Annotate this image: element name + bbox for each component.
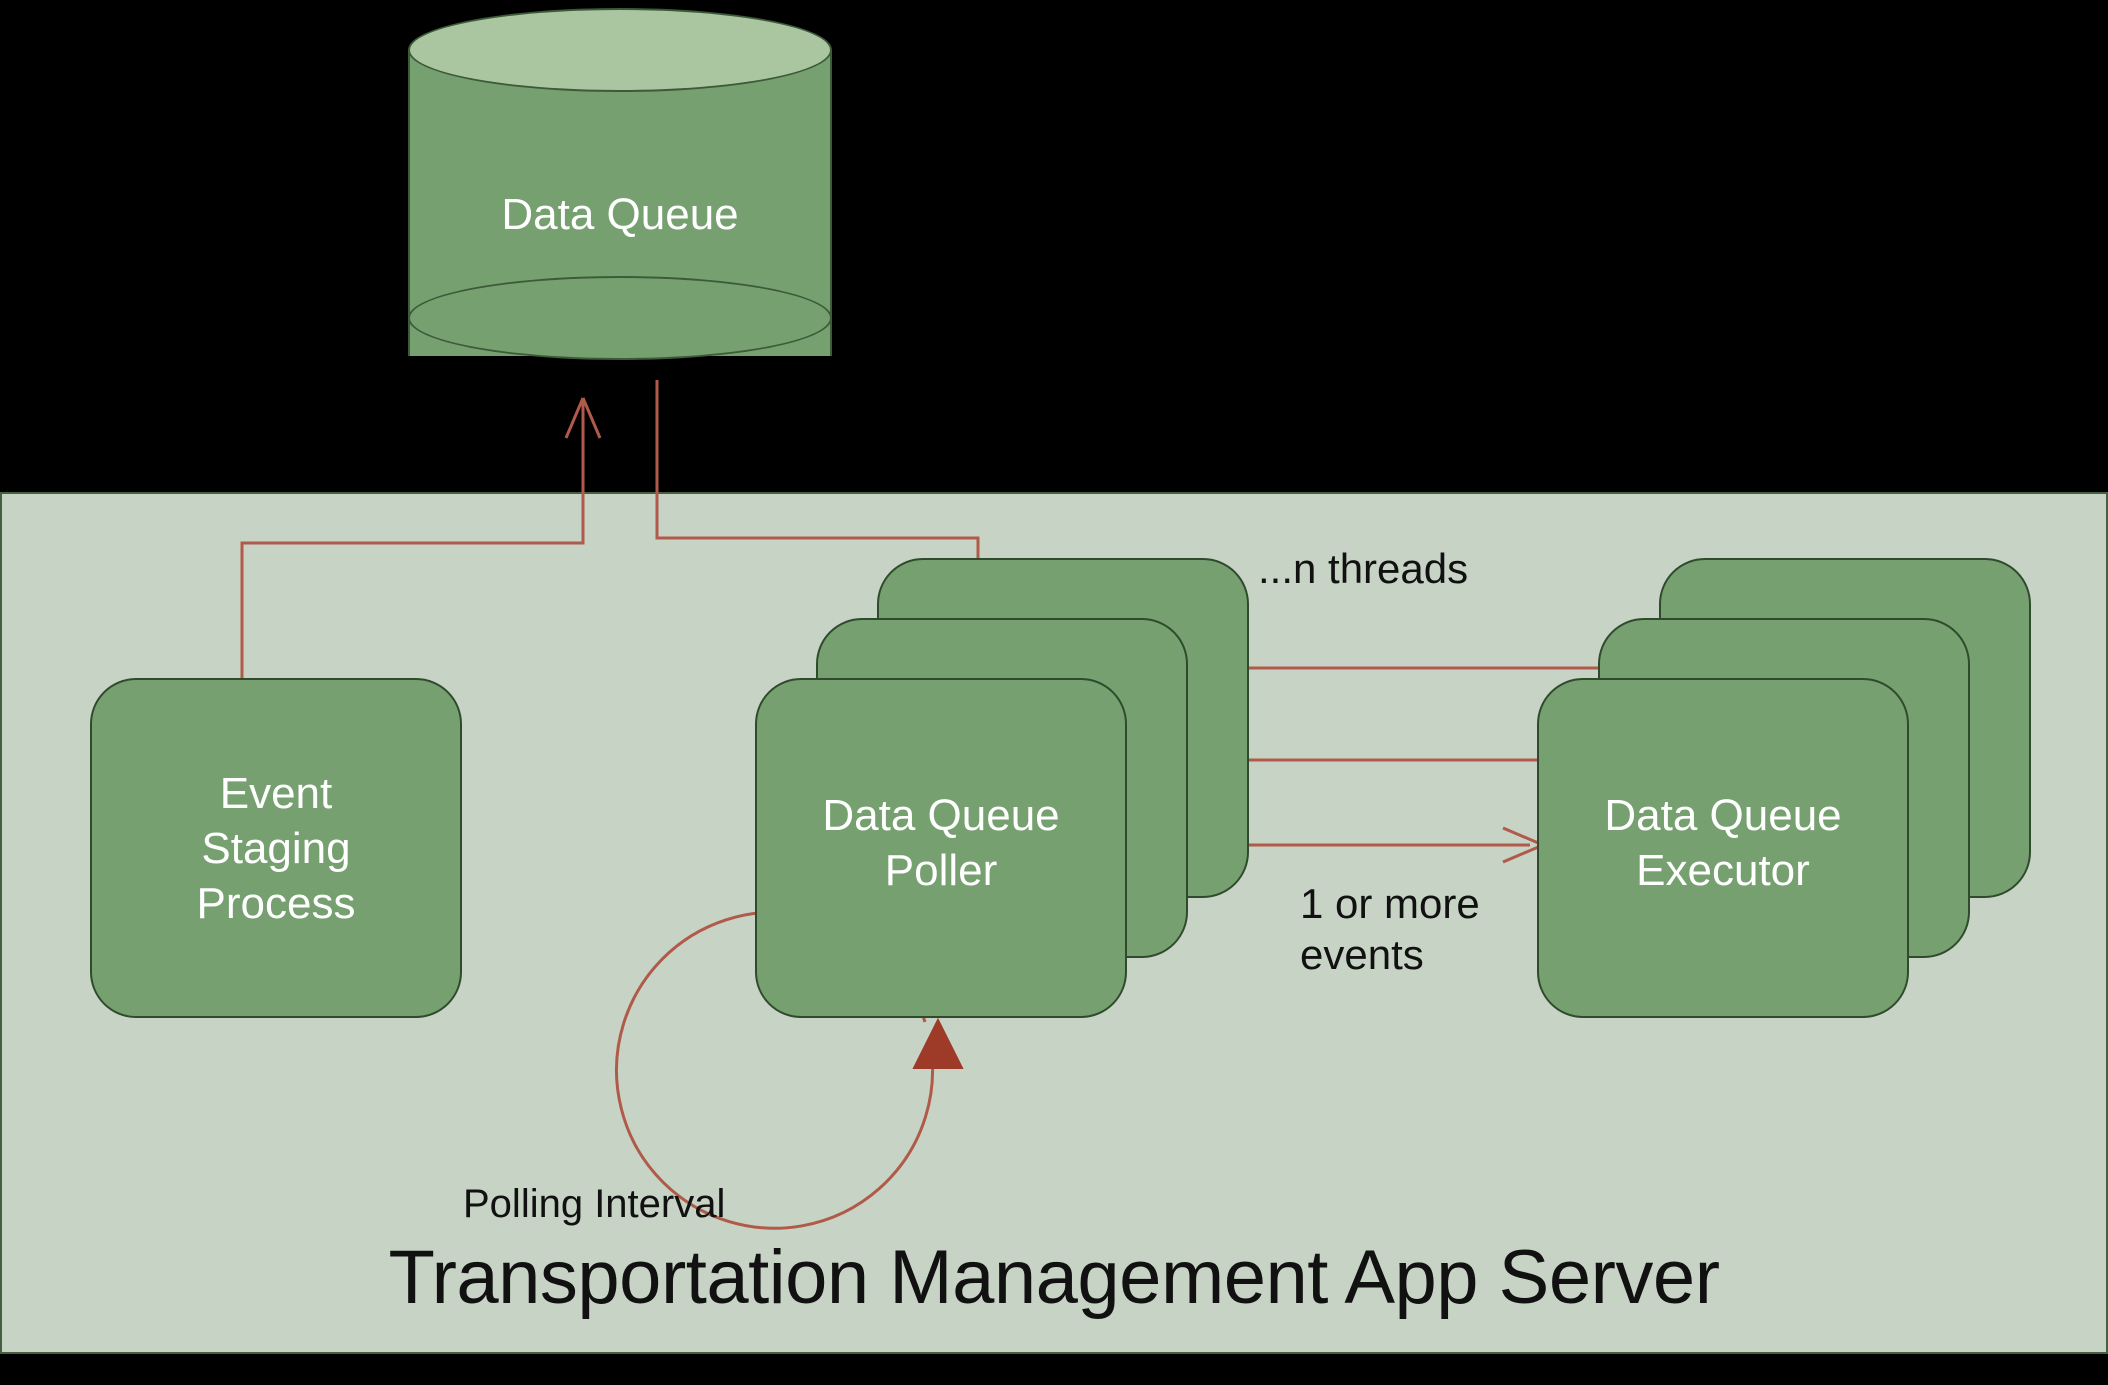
- cylinder-top-ellipse: [408, 8, 832, 92]
- event-staging-process-label: Event Staging Process: [196, 769, 356, 928]
- data-queue-executor-node[interactable]: Data Queue Executor: [1537, 678, 1909, 1018]
- polling-interval-annotation: Polling Interval: [463, 1182, 726, 1226]
- data-queue-label: Data Queue: [501, 190, 739, 239]
- n-threads-annotation: ...n threads: [1258, 545, 1469, 592]
- cylinder-bottom-ellipse: [408, 276, 832, 360]
- data-queue-datastore[interactable]: Data Queue: [408, 8, 832, 398]
- data-queue-poller-node[interactable]: Data Queue Poller: [755, 678, 1127, 1018]
- one-or-more-events-annotation: 1 or more events: [1300, 880, 1480, 979]
- server-panel-title: Transportation Management App Server: [388, 1235, 1720, 1320]
- event-staging-process-node[interactable]: Event Staging Process: [90, 678, 462, 1018]
- data-queue-poller-label: Data Queue Poller: [822, 791, 1060, 895]
- data-queue-executor-label: Data Queue Executor: [1604, 791, 1842, 895]
